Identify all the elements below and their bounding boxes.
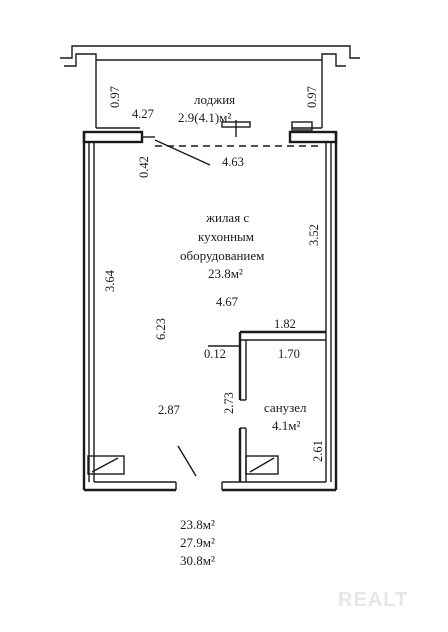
- outer-wall: [82, 130, 338, 166]
- dim-hall-width: 2.87: [158, 403, 180, 417]
- dim-bath-height: 2.61: [311, 440, 325, 462]
- dim-living-left-height: 3.64: [103, 269, 117, 292]
- dim-living-full-height: 6.23: [154, 318, 168, 340]
- dim-living-top-width: 4.63: [222, 155, 244, 169]
- dim-living-mid-width: 4.67: [216, 295, 238, 309]
- dim-loggia-width: 4.27: [132, 107, 154, 121]
- bottom-wall: [84, 445, 336, 492]
- loggia-walls: [60, 45, 360, 137]
- total-living-area: 23.8м²: [180, 517, 215, 532]
- total-area: 27.9м²: [180, 535, 215, 550]
- dim-loggia-right-height: 0.97: [305, 86, 319, 108]
- loggia-area: 2.9(4.1)м²: [178, 110, 231, 125]
- living-room-label-line1: жилая с: [205, 210, 249, 225]
- dim-loggia-left-height: 0.97: [108, 86, 122, 108]
- watermark-logo: REALT: [338, 589, 408, 611]
- dim-living-right-height: 3.52: [307, 224, 321, 246]
- living-room-area: 23.8м²: [208, 266, 243, 281]
- dim-wall-thickness: 0.42: [137, 156, 151, 178]
- living-room-label-line3: оборудованием: [180, 248, 264, 263]
- dim-bath-top-width: 1.82: [274, 317, 296, 331]
- bathroom-name: санузел: [264, 400, 307, 415]
- bathroom-area: 4.1м²: [272, 418, 300, 433]
- total-area-with-loggia: 30.8м²: [180, 553, 215, 568]
- dim-hall-height: 2.73: [222, 392, 236, 414]
- living-room-label-line2: кухонным: [198, 229, 254, 244]
- loggia-name: лоджия: [194, 92, 235, 107]
- dim-bath-offset: 0.12: [204, 347, 226, 361]
- side-walls: [82, 132, 338, 490]
- dim-bath-inner-width: 1.70: [278, 347, 300, 361]
